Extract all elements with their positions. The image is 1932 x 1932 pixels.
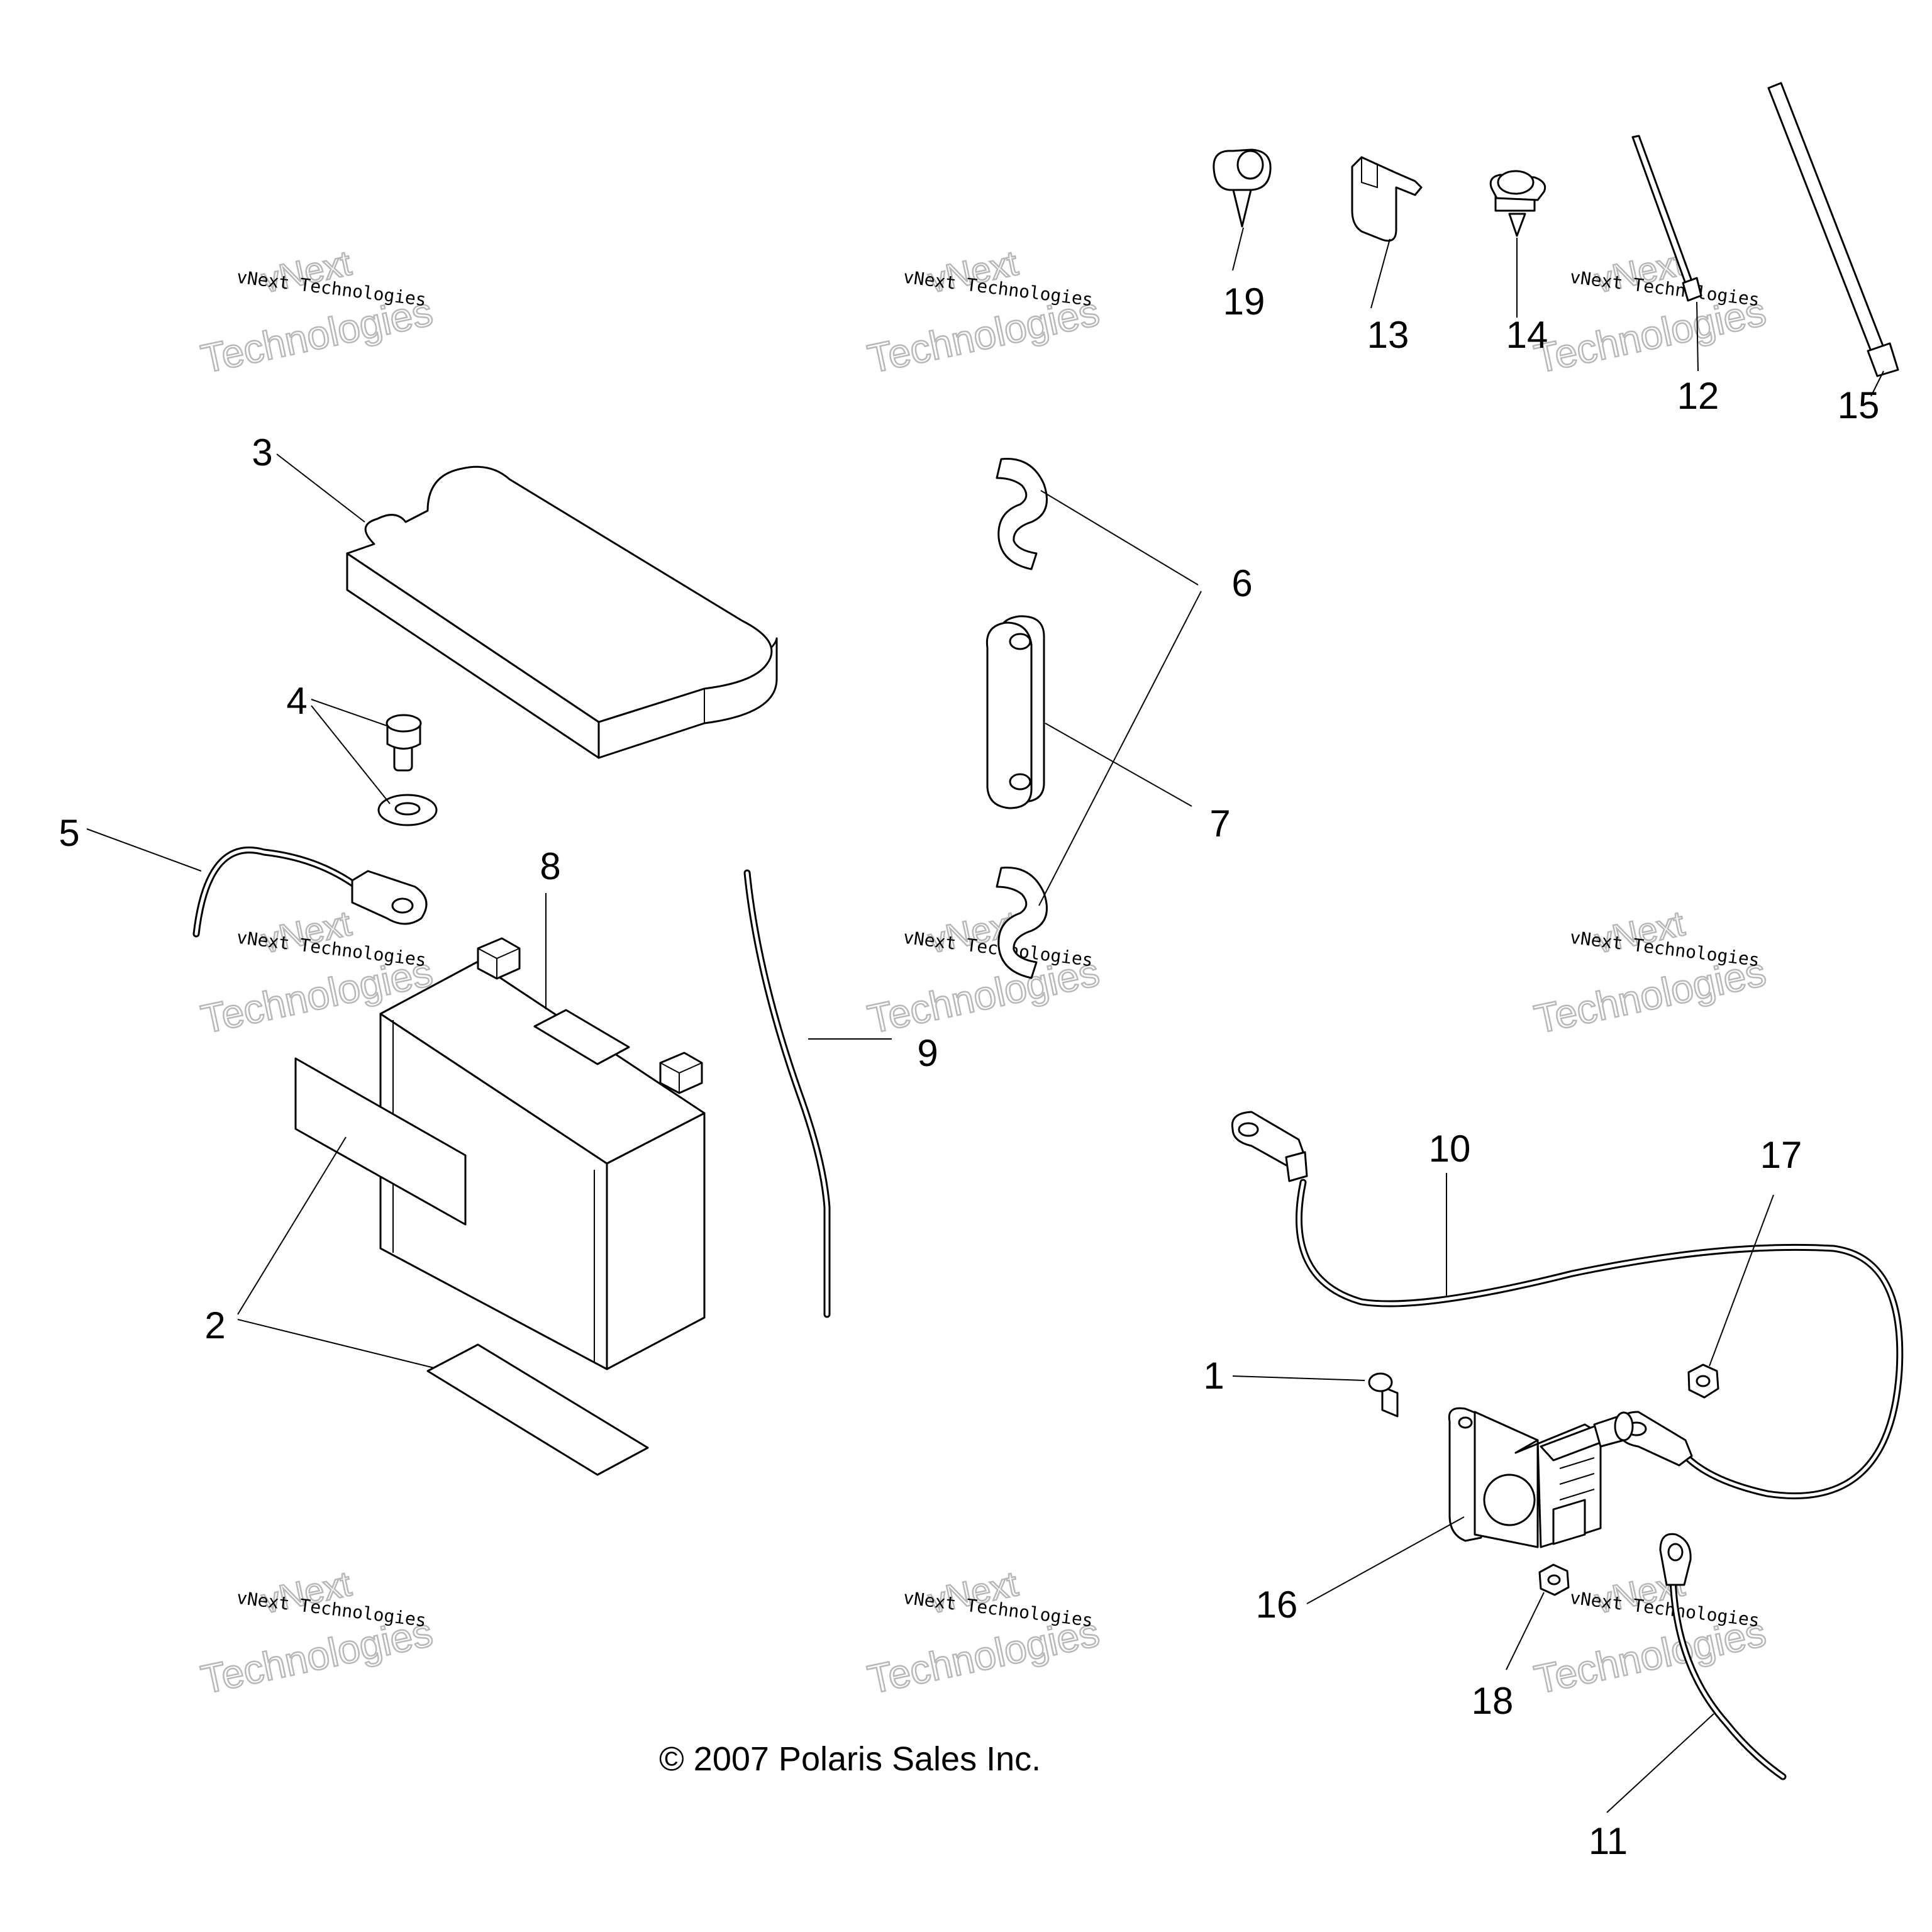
leader-2a <box>237 1136 347 1315</box>
screw-head <box>1368 1372 1393 1392</box>
callout-17: 17 <box>1760 1134 1802 1176</box>
callout-15: 15 <box>1838 384 1880 426</box>
push-pin-hole <box>1236 150 1264 180</box>
copyright: © 2007 Polaris Sales Inc. <box>659 1740 1041 1778</box>
washer-hole <box>394 802 421 816</box>
watermark-8: vNext Technologies vNext Technologies <box>863 1563 1104 1704</box>
screw <box>1368 1372 1399 1418</box>
callout-13: 13 <box>1367 314 1409 356</box>
solenoid-cap <box>1483 1474 1536 1526</box>
bolt-top <box>386 714 422 733</box>
watermark-5: vNext Technologies vNext Technologies <box>863 902 1104 1043</box>
battery-strap <box>985 615 1045 809</box>
label-side <box>294 1057 467 1226</box>
battery-vent <box>533 1009 630 1065</box>
watermark-3: vNext Technologies vNext Technologies <box>1530 242 1770 383</box>
callout-1: 1 <box>1203 1355 1224 1397</box>
callout-6: 6 <box>1231 562 1252 604</box>
leader-4a <box>311 699 389 727</box>
cable-tie-small <box>1631 135 1702 302</box>
nut-17 <box>1687 1363 1719 1399</box>
solenoid-post <box>1614 1411 1634 1441</box>
watermark-7: vNext Technologies vNext Technologies <box>196 1563 437 1704</box>
strap-hole-bottom <box>1009 773 1031 791</box>
strap-hole-top <box>1009 633 1031 650</box>
leader-6b <box>1038 591 1202 906</box>
solenoid <box>1448 1407 1634 1548</box>
nut-17-hole <box>1696 1375 1711 1387</box>
leader-16 <box>1306 1516 1465 1604</box>
ring-terminal-top-crimp <box>1285 1151 1308 1182</box>
watermark-6: vNext Technologies vNext Technologies <box>1530 902 1770 1043</box>
push-pin <box>1213 148 1272 228</box>
battery-cable-5 <box>192 847 428 938</box>
ring-terminal <box>351 870 428 925</box>
terminal-negative <box>477 937 521 980</box>
leader-12 <box>1696 301 1699 372</box>
callout-19: 19 <box>1223 280 1265 323</box>
leader-13 <box>1370 238 1391 309</box>
nut-18-hole <box>1547 1574 1561 1585</box>
tie-mount <box>1489 170 1546 237</box>
terminal-positive <box>659 1052 703 1094</box>
callouts: 1 2 3 4 5 6 7 8 9 10 11 12 13 14 15 16 1… <box>58 280 1879 1862</box>
callout-18: 18 <box>1472 1680 1514 1722</box>
battery-pad <box>346 465 778 759</box>
leader-1 <box>1232 1375 1365 1381</box>
ring-terminal-top-hole <box>1238 1122 1259 1137</box>
leader-19 <box>1232 227 1244 271</box>
wire-clip <box>1351 156 1423 242</box>
solenoid-mount-hole <box>1458 1416 1473 1429</box>
leader-17 <box>1709 1194 1774 1367</box>
vent-tube <box>743 869 831 1318</box>
cable-11 <box>1659 1533 1787 1780</box>
callout-5: 5 <box>58 812 79 854</box>
leader-lines <box>86 227 1884 1813</box>
leader-6a <box>1040 490 1199 586</box>
callout-7: 7 <box>1209 802 1230 845</box>
watermark-2: vNext Technologies vNext Technologies <box>863 242 1104 383</box>
leader-15 <box>1870 370 1884 397</box>
leader-11 <box>1606 1713 1714 1813</box>
ring-terminal-hole <box>391 897 414 914</box>
leader-18 <box>1506 1592 1545 1670</box>
callout-8: 8 <box>540 845 560 887</box>
leader-5 <box>86 828 202 872</box>
tie-mount-ring <box>1497 170 1535 195</box>
callout-12: 12 <box>1677 375 1719 417</box>
leader-3 <box>276 453 365 523</box>
leader-7 <box>1045 723 1192 807</box>
callout-2: 2 <box>204 1304 225 1346</box>
hook-upper <box>996 458 1048 570</box>
label-flat <box>426 1343 649 1476</box>
ring-terminal-11-hole <box>1667 1543 1684 1562</box>
battery-labels <box>294 1057 649 1476</box>
leader-2b <box>237 1319 435 1368</box>
battery <box>379 937 706 1370</box>
callout-11: 11 <box>1589 1820 1628 1862</box>
leader-4b <box>311 705 391 804</box>
bolt-washer <box>377 714 438 826</box>
callout-9: 9 <box>917 1032 938 1074</box>
hook-lower <box>996 867 1048 979</box>
callout-14: 14 <box>1506 314 1548 356</box>
callout-3: 3 <box>252 431 272 474</box>
callout-4: 4 <box>286 680 307 722</box>
nut-18 <box>1538 1563 1570 1596</box>
callout-10: 10 <box>1429 1128 1471 1170</box>
watermark-1: vNext Technologies vNext Technologies <box>196 242 437 383</box>
callout-16: 16 <box>1256 1584 1298 1626</box>
cable-tie-large <box>1767 82 1899 377</box>
